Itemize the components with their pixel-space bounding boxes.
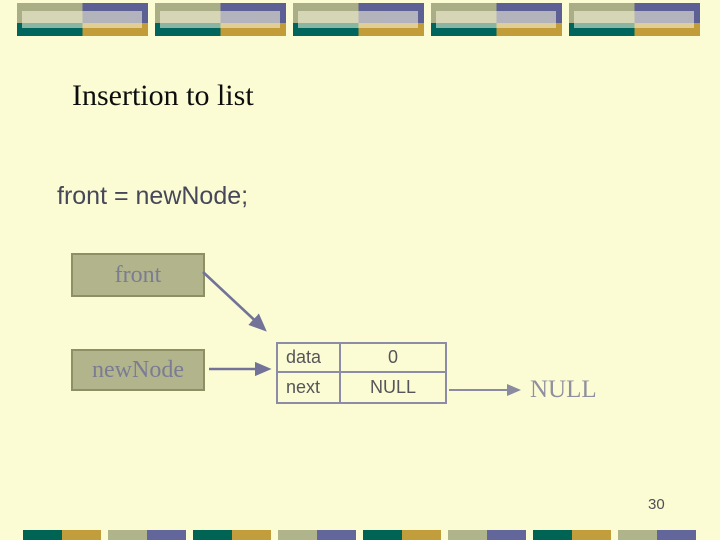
deco-block <box>293 3 424 36</box>
deco-block <box>569 3 700 36</box>
front-box: front <box>71 253 205 297</box>
page-number: 30 <box>648 496 665 513</box>
slide-title: Insertion to list <box>72 79 254 112</box>
bottom-decoration-bar <box>23 530 696 540</box>
front-box-label: front <box>114 261 162 288</box>
node-table-value-next: NULL <box>369 377 417 397</box>
deco-block <box>17 3 148 36</box>
deco-block <box>431 3 562 36</box>
node-table-value-data: 0 <box>341 344 445 373</box>
node-table-field-data: data <box>278 344 341 373</box>
code-statement: front = newNode; <box>57 182 249 210</box>
deco-block <box>155 3 286 36</box>
newnode-box: newNode <box>71 349 205 391</box>
null-target-label: NULL <box>530 376 597 403</box>
newnode-box-label: newNode <box>92 356 184 383</box>
front-pointer-arrow-icon <box>202 271 267 332</box>
top-decoration-bar <box>17 3 717 36</box>
node-table: data 0 next NULL <box>276 342 447 404</box>
node-table-field-next: next <box>278 373 341 402</box>
